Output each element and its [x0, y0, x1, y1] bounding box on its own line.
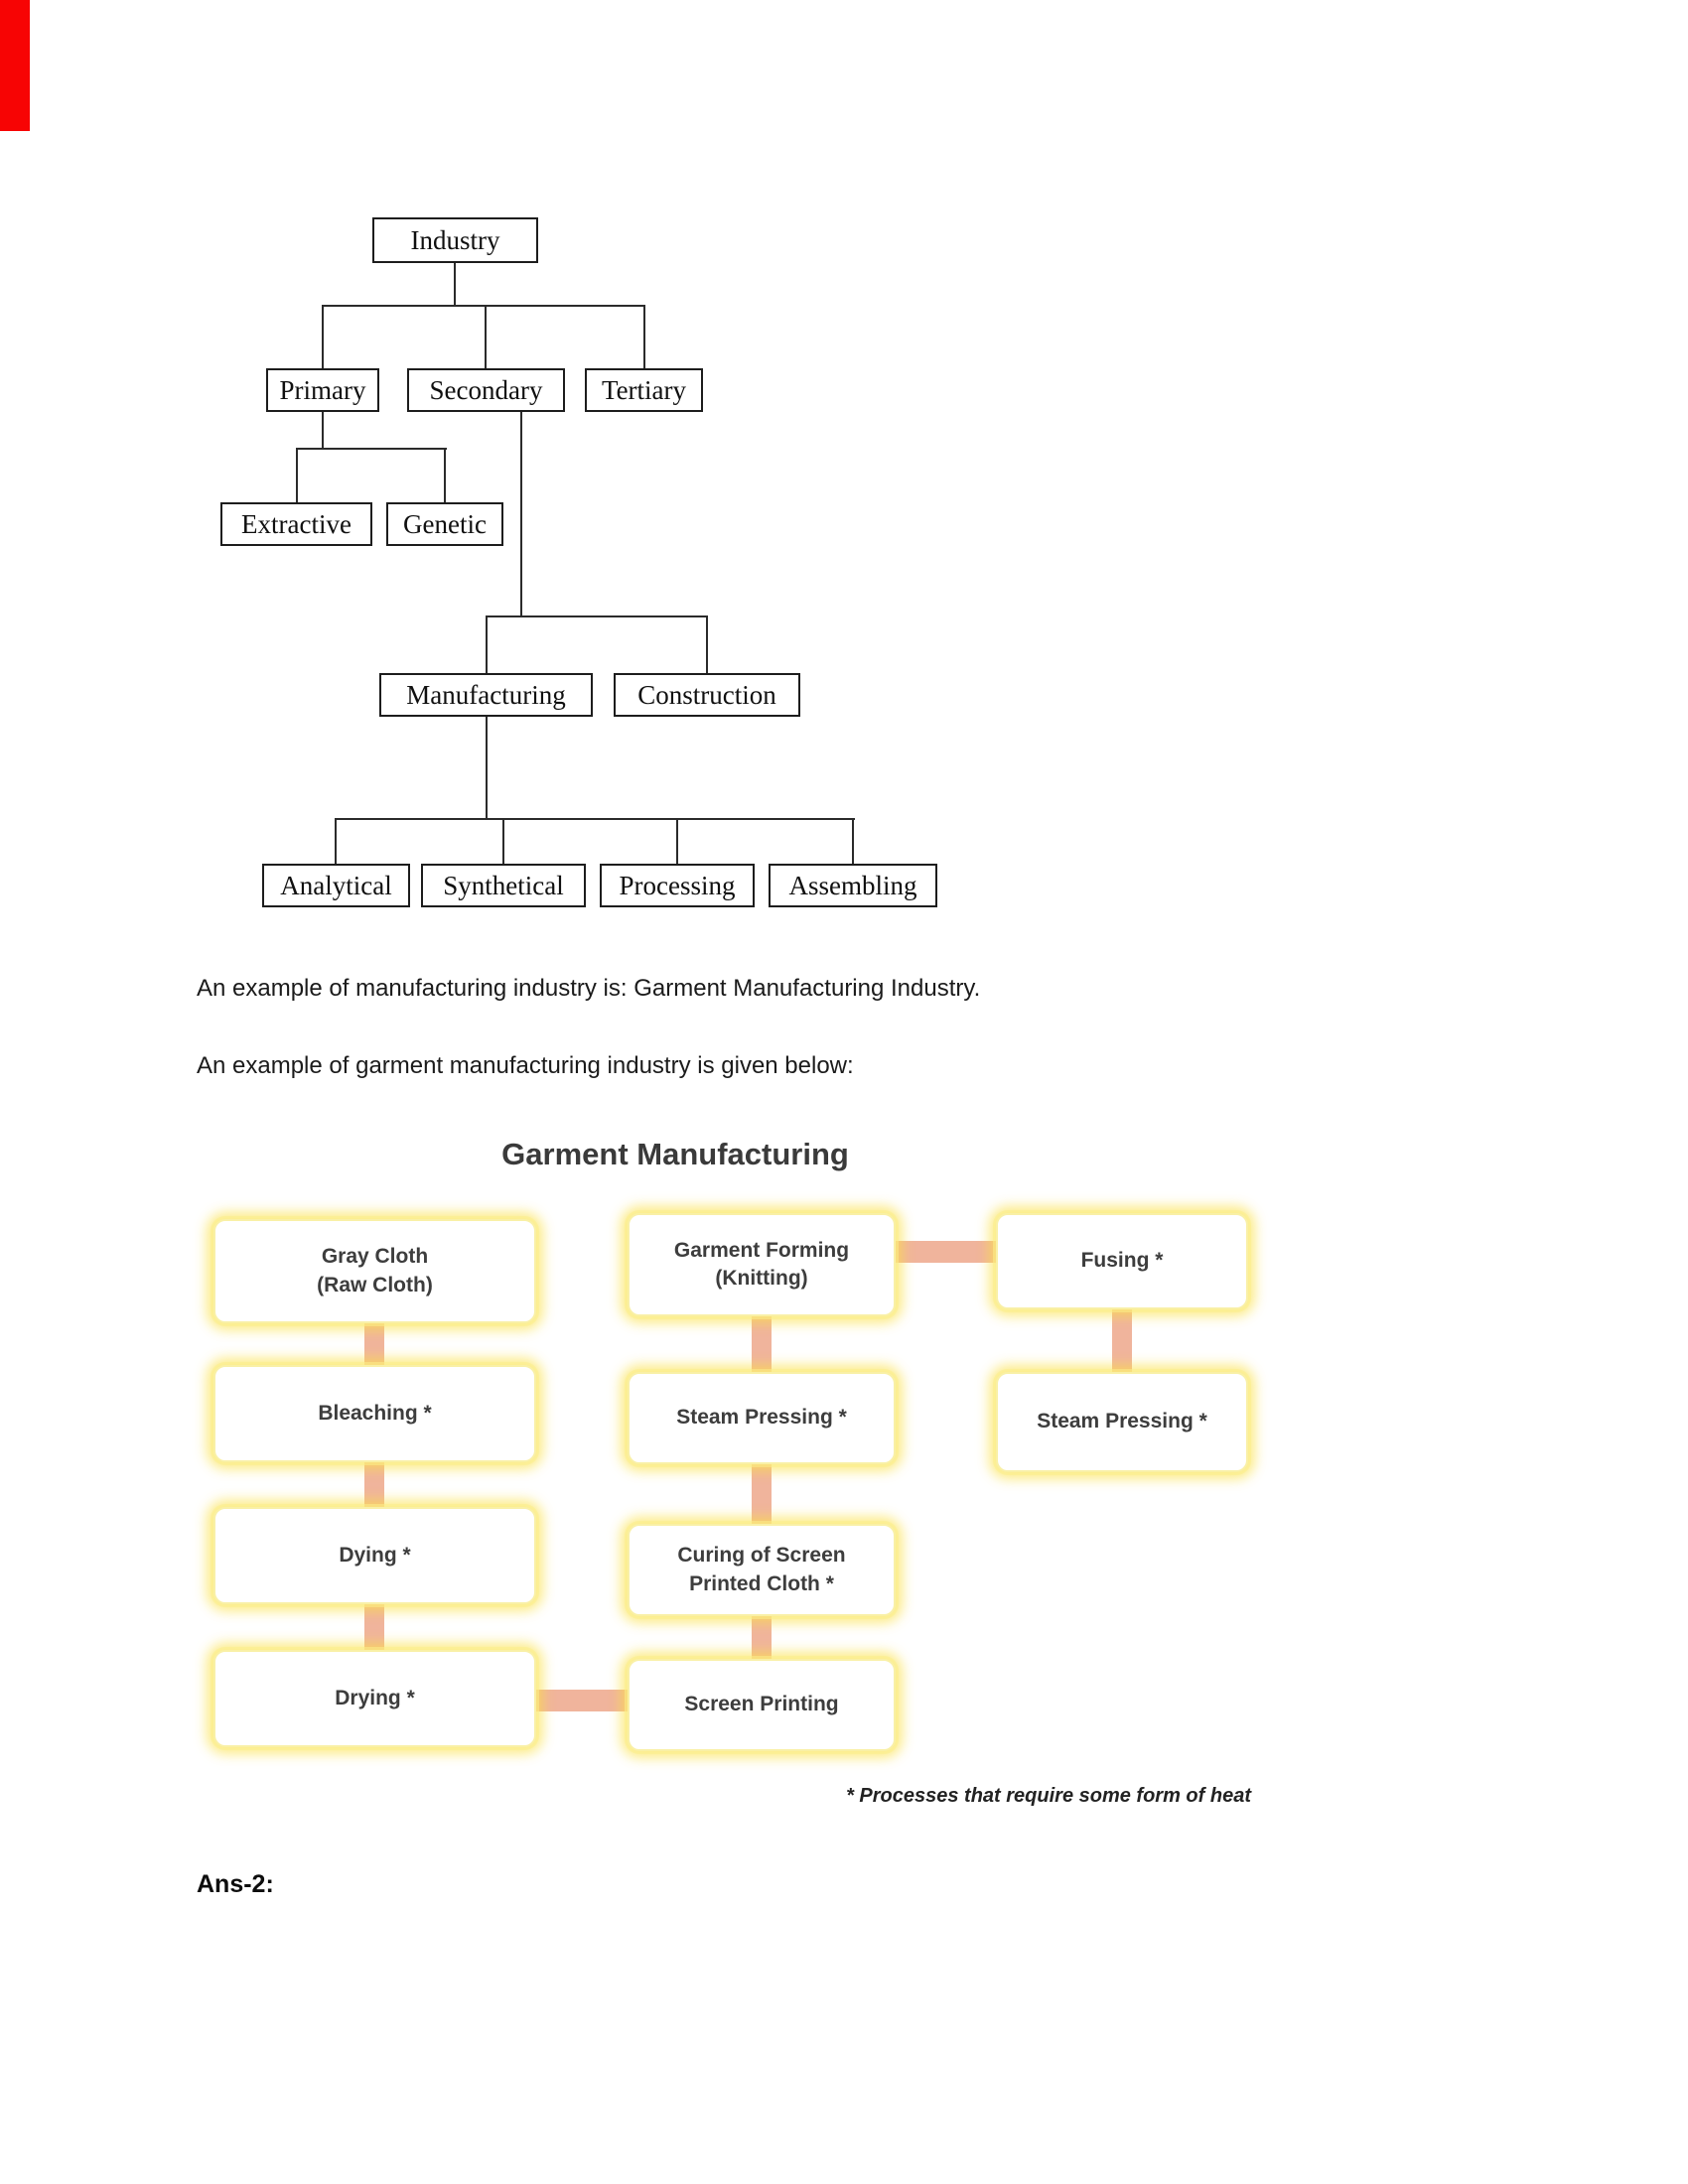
tree-edge: [335, 818, 855, 820]
flowchart-title: Garment Manufacturing: [501, 1137, 849, 1171]
tree-node-synthetical: Synthetical: [421, 864, 586, 907]
tree-node-assembling: Assembling: [769, 864, 937, 907]
tree-edge: [296, 448, 298, 502]
paragraph-garment-example: An example of garment manufacturing indu…: [197, 1052, 854, 1079]
tree-edge: [852, 818, 854, 864]
red-edge-marker: [0, 0, 30, 131]
flow-box-dying: Dying *: [213, 1507, 536, 1604]
flow-connector: [364, 1452, 384, 1516]
tree-edge: [486, 615, 708, 617]
tree-edge: [486, 615, 488, 673]
flow-connector: [752, 1454, 772, 1534]
flow-box-bleaching: Bleaching *: [213, 1365, 536, 1462]
tree-node-manufacturing: Manufacturing: [379, 673, 593, 717]
tree-edge: [296, 448, 447, 450]
tree-edge: [520, 412, 522, 617]
flow-box-steam-pressing-1: Steam Pressing *: [628, 1372, 896, 1464]
flow-connector: [364, 1310, 384, 1376]
tree-node-processing: Processing: [600, 864, 755, 907]
tree-edge: [502, 818, 504, 864]
tree-node-primary: Primary: [266, 368, 379, 412]
flow-connector: [526, 1690, 637, 1711]
tree-edge: [322, 305, 645, 307]
flow-connector: [752, 1306, 772, 1382]
tree-edge: [454, 262, 456, 307]
flow-box-curing: Curing of Screen Printed Cloth *: [628, 1524, 896, 1616]
tree-edge: [706, 615, 708, 673]
tree-edge: [335, 818, 337, 864]
flow-connector: [364, 1594, 384, 1660]
flow-connector: [886, 1241, 1005, 1263]
tree-edge: [486, 717, 488, 820]
flow-connector: [1112, 1299, 1132, 1382]
tree-node-secondary: Secondary: [407, 368, 565, 412]
tree-edge: [444, 448, 446, 502]
flowchart-footnote: * Processes that require some form of he…: [846, 1785, 1251, 1807]
tree-edge: [485, 305, 487, 368]
flow-connector: [752, 1606, 772, 1669]
tree-node-analytical: Analytical: [262, 864, 410, 907]
tree-node-tertiary: Tertiary: [585, 368, 703, 412]
tree-edge: [643, 305, 645, 368]
answer-2-label: Ans-2:: [197, 1870, 274, 1898]
flow-box-garment-forming: Garment Forming (Knitting): [628, 1213, 896, 1316]
tree-node-extractive: Extractive: [220, 502, 372, 546]
tree-node-genetic: Genetic: [386, 502, 503, 546]
tree-edge: [322, 412, 324, 450]
flow-box-steam-pressing-2: Steam Pressing *: [996, 1372, 1248, 1472]
flow-box-gray-cloth: Gray Cloth (Raw Cloth): [213, 1219, 536, 1323]
tree-node-construction: Construction: [614, 673, 800, 717]
tree-edge: [676, 818, 678, 864]
flow-box-drying: Drying *: [213, 1650, 536, 1747]
tree-edge: [322, 305, 324, 368]
tree-node-industry: Industry: [372, 217, 538, 263]
paragraph-manufacturing-example: An example of manufacturing industry is:…: [197, 975, 981, 1002]
flow-box-screen-printing: Screen Printing: [628, 1659, 896, 1751]
flow-box-fusing: Fusing *: [996, 1213, 1248, 1309]
